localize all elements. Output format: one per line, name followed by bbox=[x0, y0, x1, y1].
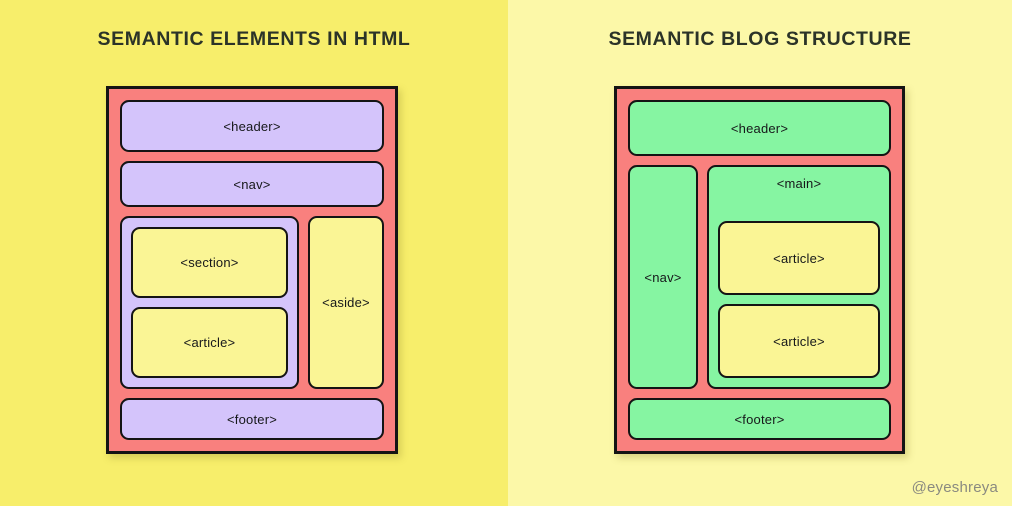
content-container-left: <section> <article> bbox=[120, 216, 299, 389]
nav-block-right-label: <nav> bbox=[644, 269, 682, 285]
content-row-left: <section> <article> <aside> bbox=[120, 216, 384, 389]
footer-block-left-label: <footer> bbox=[226, 411, 278, 427]
main-block: <main> <article> <article> bbox=[707, 165, 891, 389]
footer-block-right: <footer> bbox=[628, 398, 891, 440]
watermark-handle: @eyeshreya bbox=[911, 479, 998, 496]
page-title-left: SEMANTIC ELEMENTS IN HTML bbox=[97, 28, 411, 50]
html-document-frame-right: <header> <nav> <main> <article> <article… bbox=[614, 86, 905, 454]
footer-block-left: <footer> bbox=[120, 398, 384, 440]
article-block-left: <article> bbox=[131, 307, 288, 378]
content-row-right: <nav> <main> <article> <article> bbox=[628, 165, 891, 389]
article-block-right-two: <article> bbox=[718, 304, 880, 378]
section-block: <section> bbox=[131, 227, 288, 298]
nav-block-left-label: <nav> bbox=[233, 176, 271, 192]
header-block-right-label: <header> bbox=[730, 120, 789, 136]
header-block-left-label: <header> bbox=[223, 118, 281, 134]
panel-semantic-elements: SEMANTIC ELEMENTS IN HTML <header> <nav>… bbox=[97, 28, 411, 454]
aside-block-label: <aside> bbox=[322, 295, 370, 310]
article-block-right-two-label: <article> bbox=[773, 333, 825, 349]
panel-blog-structure: SEMANTIC BLOG STRUCTURE <header> <nav> <… bbox=[508, 0, 1012, 506]
nav-block-right: <nav> bbox=[628, 165, 698, 389]
footer-block-right-label: <footer> bbox=[734, 411, 785, 427]
section-block-label: <section> bbox=[180, 255, 239, 270]
header-block-left: <header> bbox=[120, 100, 384, 152]
header-block-right: <header> bbox=[628, 100, 891, 156]
aside-block: <aside> bbox=[308, 216, 384, 389]
page-title-right: SEMANTIC BLOG STRUCTURE bbox=[608, 28, 912, 50]
article-block-right-one: <article> bbox=[718, 221, 880, 295]
article-block-left-label: <article> bbox=[183, 335, 236, 350]
html-document-frame-left: <header> <nav> <section> <article> <asid… bbox=[106, 86, 398, 454]
nav-block-left: <nav> bbox=[120, 161, 384, 207]
main-block-label: <main> bbox=[776, 176, 822, 191]
article-block-right-one-label: <article> bbox=[773, 250, 825, 266]
